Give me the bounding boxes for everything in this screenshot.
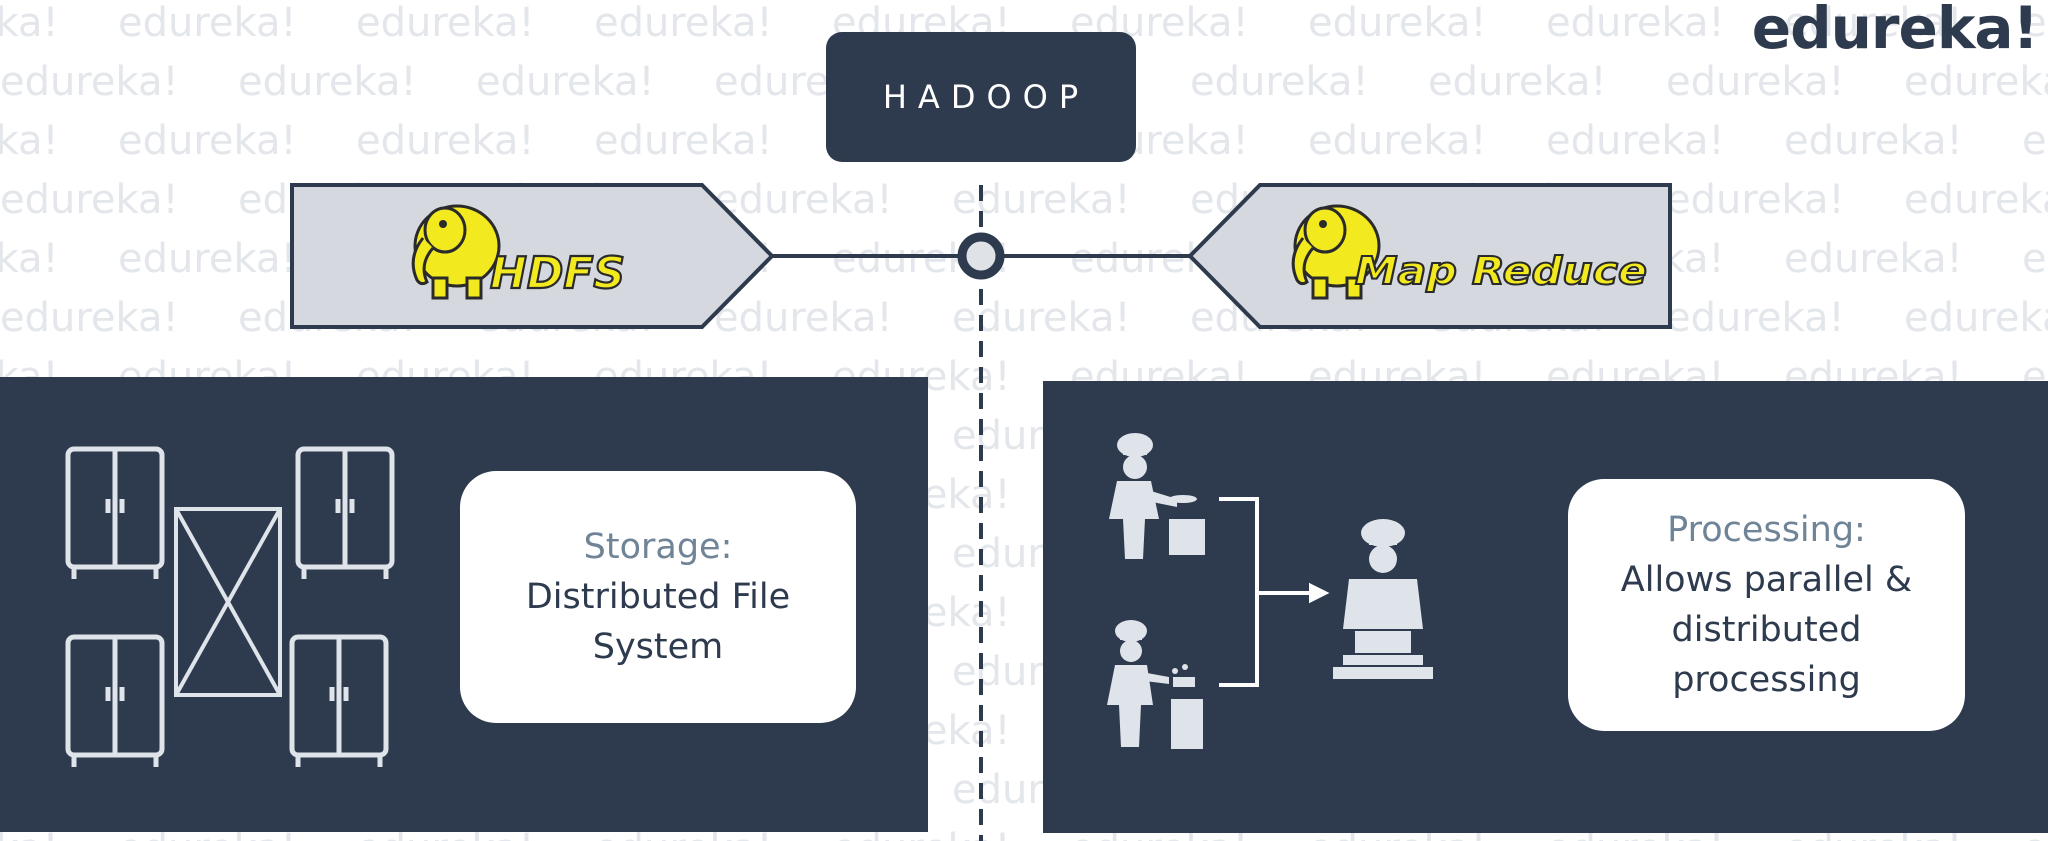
watermark-text: edureka! <box>1666 59 1845 105</box>
processing-line-3: processing <box>1672 660 1861 700</box>
storage-heading: Storage: <box>583 527 733 567</box>
merge-arrow-icon <box>1219 497 1330 687</box>
watermark-text: edureka! <box>1784 236 1963 282</box>
processing-heading: Processing: <box>1667 510 1866 550</box>
watermark-text: edureka! <box>1784 0 1963 46</box>
watermark-text: edureka! <box>1546 0 1725 46</box>
watermark-text: edureka! <box>714 177 893 223</box>
watermark-text: edureka! <box>1428 59 1607 105</box>
elephant-icon <box>1291 204 1381 300</box>
chef-icon <box>1109 433 1205 559</box>
chef-icon <box>1333 519 1433 679</box>
watermark-text: edureka! <box>594 0 773 46</box>
storage-illustration <box>65 446 395 767</box>
processing-line-2: distributed <box>1671 610 1862 650</box>
watermark-text: edureka! <box>594 118 773 164</box>
watermark-text: edureka! <box>118 236 297 282</box>
center-node <box>957 232 1005 280</box>
watermark-text: edureka! <box>0 59 179 105</box>
watermark-text: edureka! <box>118 118 297 164</box>
watermark-text: edureka! <box>0 118 59 164</box>
mapreduce-panel: Processing: Allows parallel & distribute… <box>1043 381 2048 833</box>
watermark-text: edureka! <box>1904 295 2048 341</box>
elephant-icon <box>411 204 501 300</box>
processing-line-1: Allows parallel & <box>1620 560 1913 600</box>
watermark-text: edureka! <box>2022 236 2048 282</box>
cabinet-icon <box>65 634 165 767</box>
cabinet-icon <box>65 446 165 579</box>
mapreduce-logo-text: Map Reduce <box>1355 249 1647 293</box>
storage-line-2: System <box>592 627 724 667</box>
brand-logo: edureka! <box>1751 0 2039 62</box>
watermark-text: edureka! <box>1904 177 2048 223</box>
hdfs-logo-text: HDFS <box>490 248 625 299</box>
hdfs-tag-shape <box>290 183 775 329</box>
watermark-text: edureka! <box>1784 118 1963 164</box>
hadoop-title: HADOOP <box>882 78 1090 116</box>
chef-icon <box>1107 620 1203 749</box>
hadoop-title-box: HADOOP <box>826 32 1136 162</box>
watermark-text: edureka! <box>1666 177 1845 223</box>
crossed-box-icon <box>174 507 282 697</box>
watermark-text: edureka! <box>1904 59 2048 105</box>
storage-card: Storage: Distributed File System <box>460 471 856 723</box>
watermark-text: edureka! <box>0 295 179 341</box>
watermark-text: edureka! <box>1308 0 1487 46</box>
watermark-text: edureka! <box>2022 118 2048 164</box>
watermark-text: edureka! <box>118 0 297 46</box>
processing-illustration <box>1107 433 1433 749</box>
watermark-text: edureka! <box>356 0 535 46</box>
hdfs-panel: Storage: Distributed File System <box>0 377 928 832</box>
watermark-text: edureka! <box>1666 295 1845 341</box>
watermark-text: edureka! <box>356 118 535 164</box>
watermark-text: edureka! <box>2022 0 2048 46</box>
watermark-text: edureka! <box>0 0 59 46</box>
storage-line-1: Distributed File <box>525 577 791 617</box>
watermark-text: edureka! <box>1190 59 1369 105</box>
watermark-text: edureka! <box>0 236 59 282</box>
processing-card: Processing: Allows parallel & distribute… <box>1568 479 1965 731</box>
watermark-text: edureka! <box>0 177 179 223</box>
watermark-text: edureka! <box>238 59 417 105</box>
watermark-text: edureka! <box>1546 118 1725 164</box>
cabinet-icon <box>295 446 395 579</box>
watermark-text: edureka! <box>714 295 893 341</box>
watermark-text: edureka! <box>1308 118 1487 164</box>
watermark-text: edureka! <box>476 59 655 105</box>
cabinet-icon <box>289 634 389 767</box>
